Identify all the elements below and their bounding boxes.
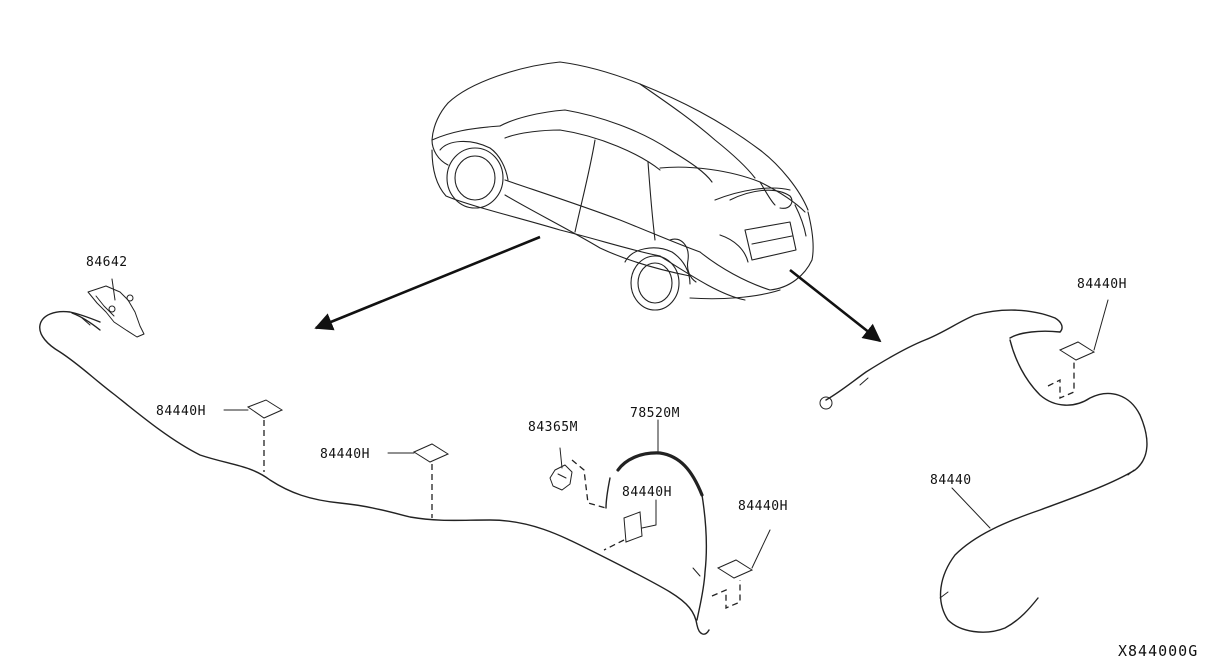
right-arrow	[789, 268, 882, 343]
label-84440: 84440	[930, 473, 972, 488]
finisher-78520M	[605, 451, 708, 621]
label-84440H-right-top: 84440H	[1077, 277, 1127, 292]
label-84440H-center: 84440H	[622, 485, 672, 500]
label-84642: 84642	[86, 255, 128, 270]
label-84440H-left-2: 84440H	[320, 447, 370, 462]
tape-center	[603, 499, 657, 551]
tape-left-2	[387, 443, 450, 518]
right-harness	[819, 309, 1148, 633]
label-78520M: 78520M	[630, 406, 680, 421]
tape-right-low	[711, 529, 771, 609]
label-84440H-right-low: 84440H	[738, 499, 788, 514]
clip-84365M	[549, 447, 607, 509]
figure-code: X844000G	[1118, 642, 1198, 660]
tape-right-top	[1047, 299, 1109, 399]
left-arrow	[314, 235, 541, 331]
label-84365M: 84365M	[528, 420, 578, 435]
bracket-84642	[87, 278, 145, 338]
car-illustration	[431, 61, 814, 311]
label-84440H-left-1: 84440H	[156, 404, 206, 419]
left-harness	[39, 278, 710, 635]
leader-84440	[951, 487, 991, 529]
tape-left-1	[223, 399, 284, 472]
